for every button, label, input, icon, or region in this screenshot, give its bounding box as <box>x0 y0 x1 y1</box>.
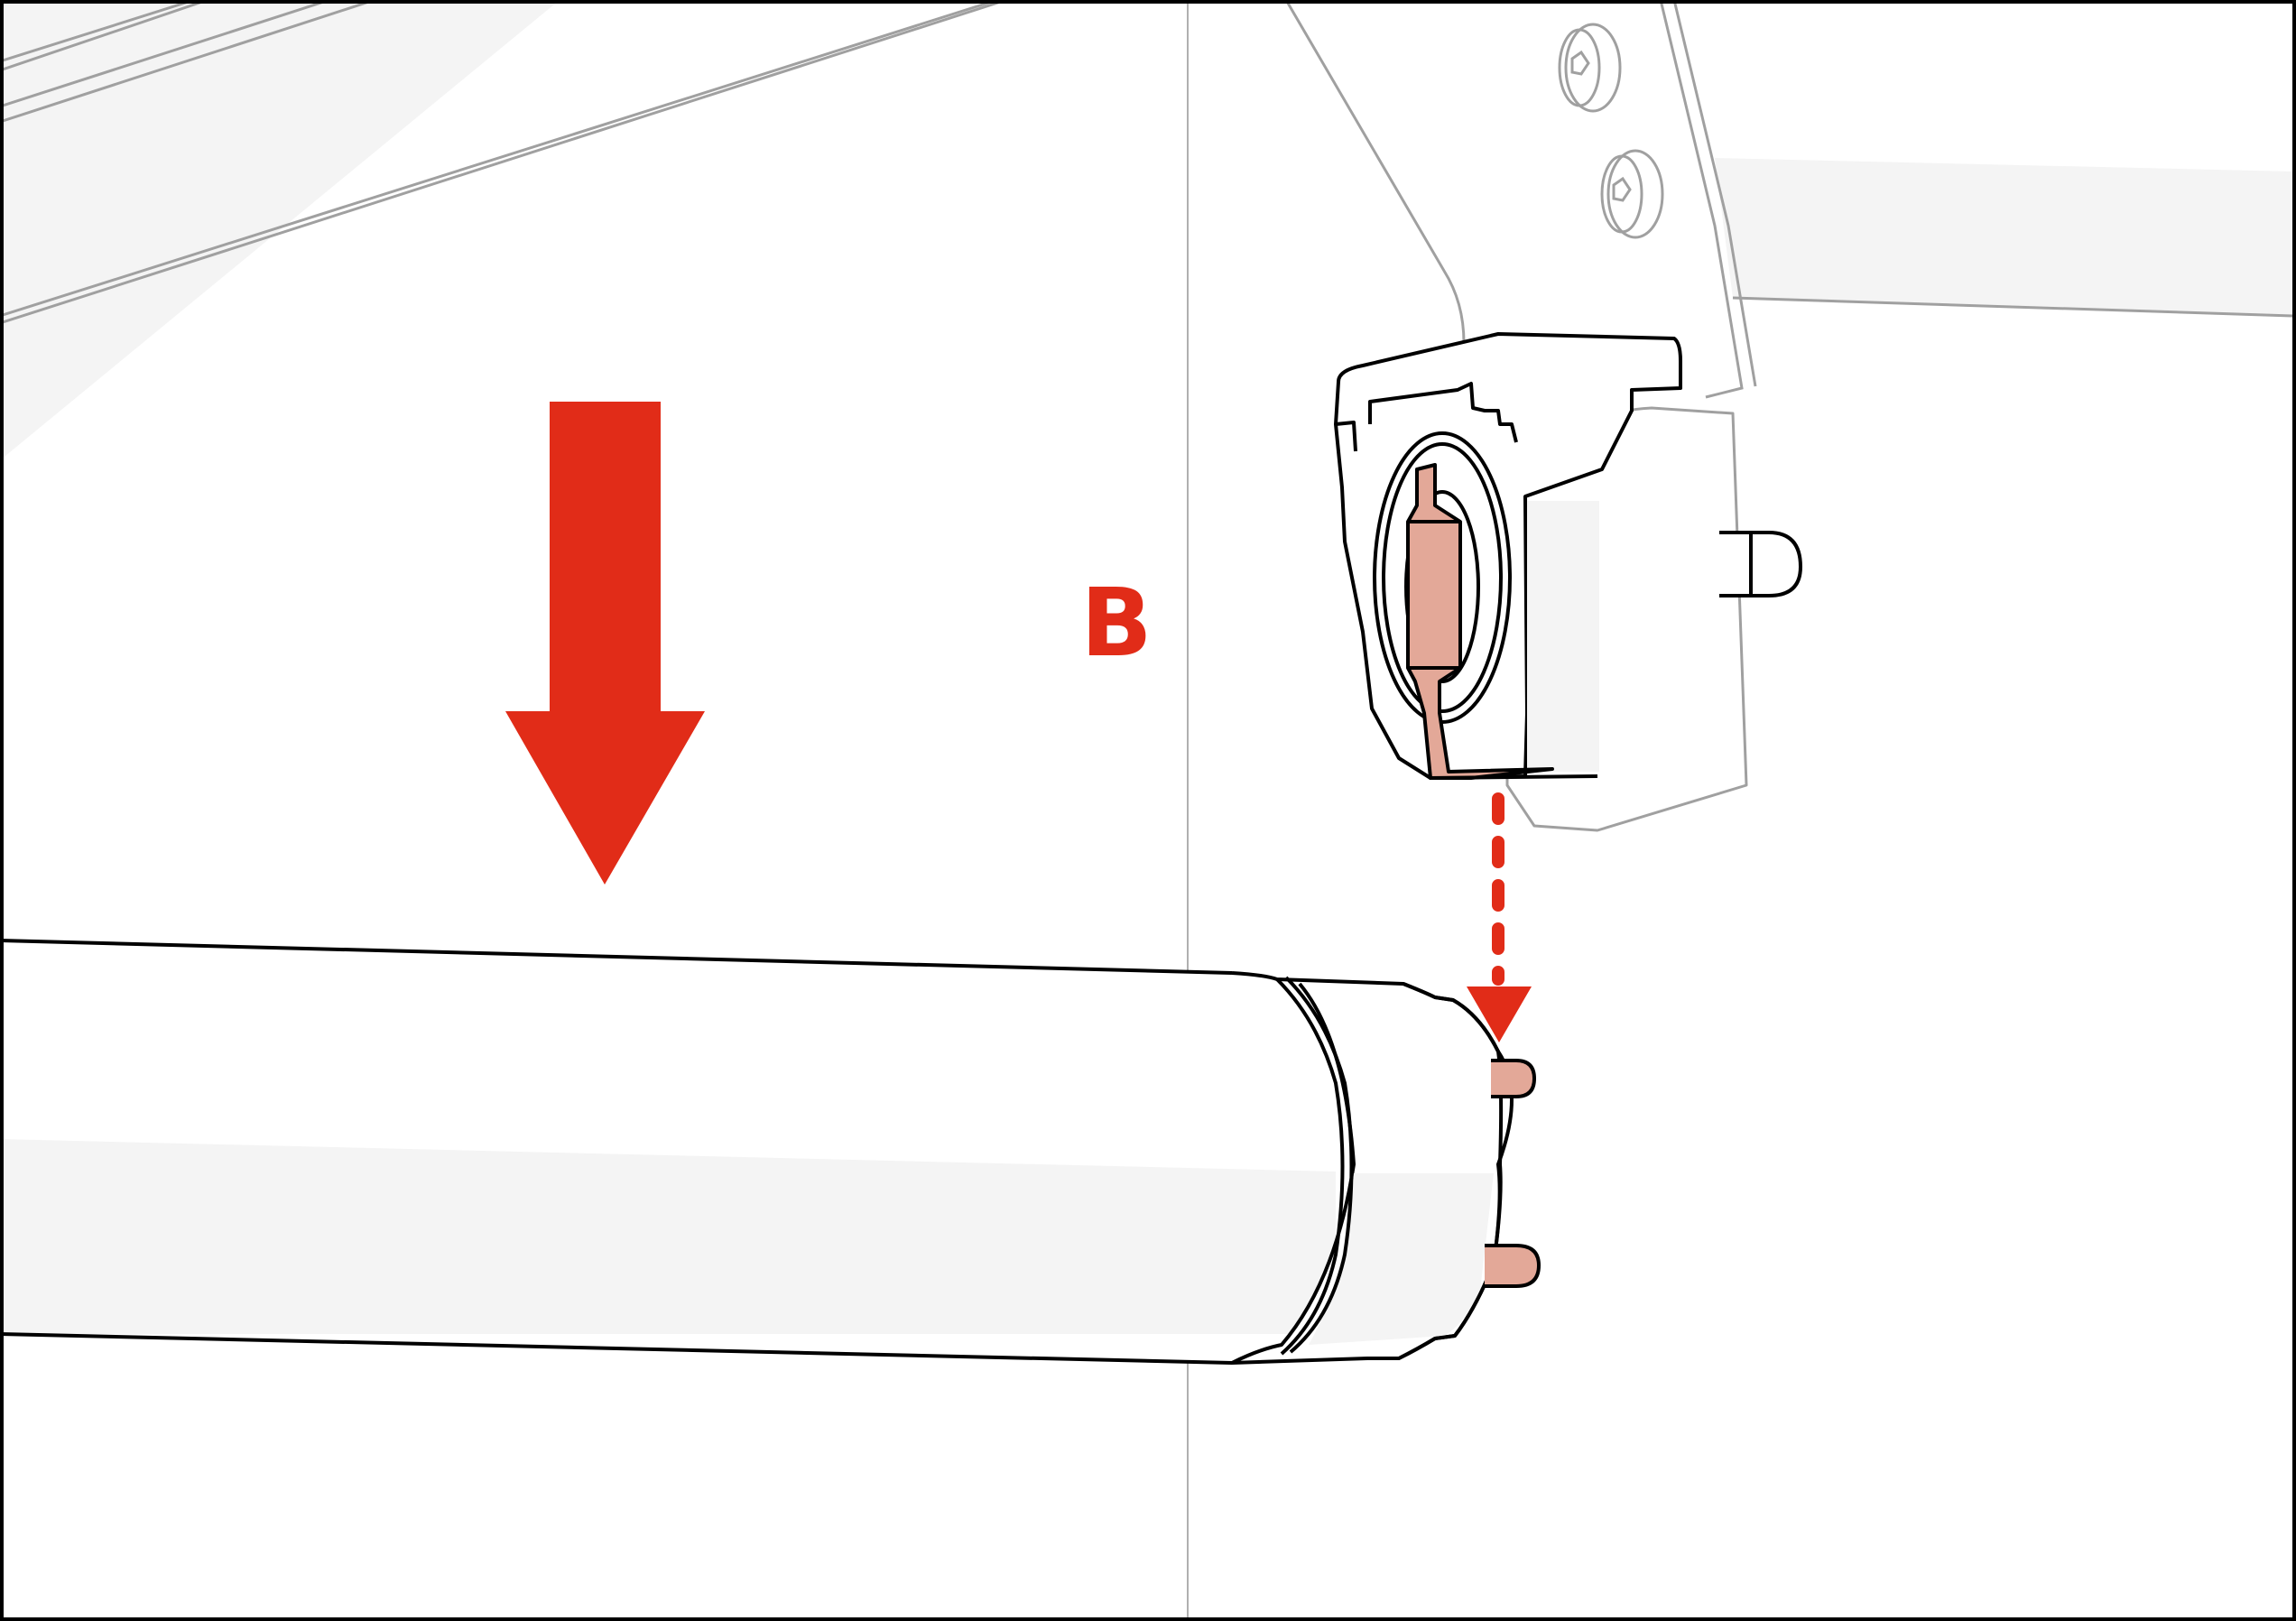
fluorescent-tube <box>0 939 1541 1365</box>
big-down-arrow-icon <box>505 402 705 885</box>
background-fixture-lines <box>0 0 1007 460</box>
mounting-bracket <box>1284 0 2293 399</box>
dashed-guide-arrow <box>1467 792 1532 1042</box>
lamp-holder <box>1334 332 1802 832</box>
step-label: B <box>1080 568 1152 678</box>
tube-pin-bottom <box>1485 1244 1541 1288</box>
tube-pin-top <box>1491 1059 1536 1098</box>
